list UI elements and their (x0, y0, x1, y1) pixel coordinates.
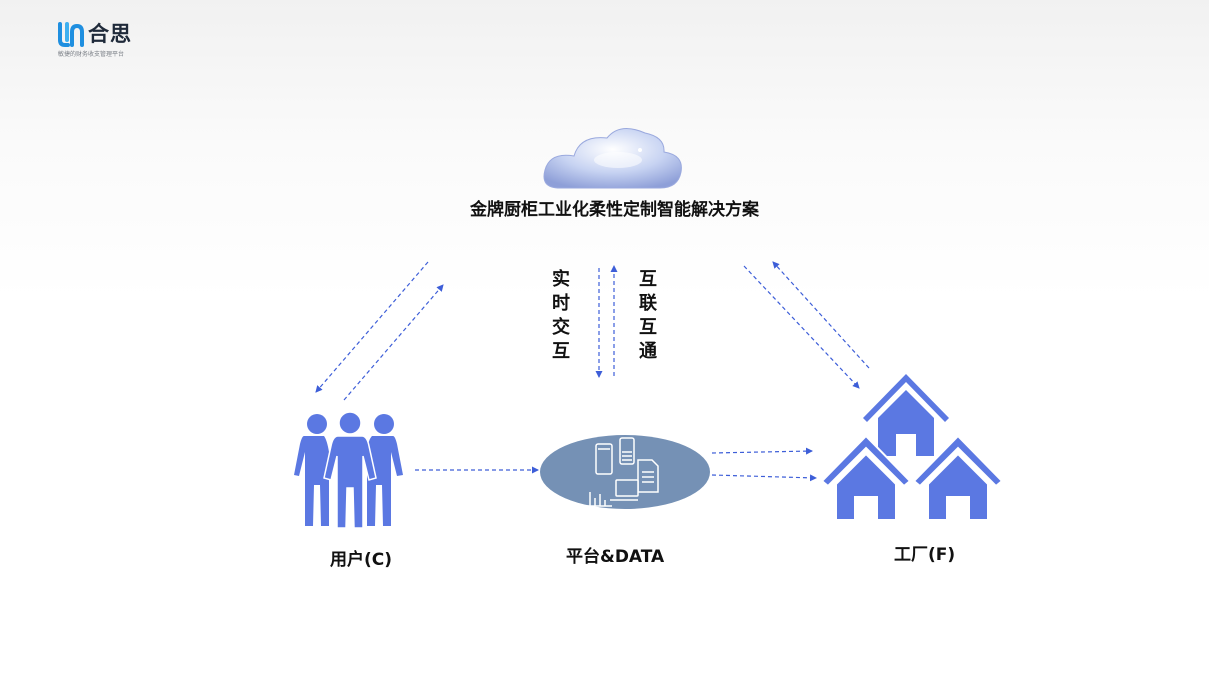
interconnect-char: 互 (639, 317, 657, 338)
brand-logo: 合思 敏捷的财务收支管理平台 (56, 20, 166, 62)
users-cloud-arrows (315, 261, 444, 401)
platform-factory-arrows (711, 447, 817, 482)
platform-node (540, 435, 710, 509)
arrow-cloud-to-users (315, 261, 429, 393)
logo-mark-icon (58, 22, 84, 47)
realtime-interaction-label: 实 时 交 互 (550, 268, 572, 364)
interconnect-label: 互 联 互 通 (637, 268, 659, 364)
platform-label: 平台&DATA (566, 547, 665, 567)
cloud-icon (543, 128, 682, 189)
devices-icon (586, 437, 659, 507)
realtime-char: 实 (552, 269, 570, 290)
interconnect-char: 联 (639, 293, 657, 314)
solution-title: 金牌厨柜工业化柔性定制智能解决方案 (470, 200, 759, 220)
arrow-platform-to-factory-lower (711, 474, 817, 482)
brand-name: 合思 (88, 22, 132, 46)
realtime-char: 互 (552, 341, 570, 362)
realtime-char: 交 (552, 317, 570, 338)
arrow-cloud-to-factory (743, 265, 860, 389)
houses-icon (820, 374, 1004, 521)
users-label: 用户(C) (330, 550, 393, 570)
platform-cloud-arrows (595, 265, 618, 378)
interconnect-char: 互 (639, 269, 657, 290)
factory-cloud-arrows (743, 261, 870, 389)
realtime-char: 时 (552, 293, 570, 314)
brand-tagline: 敏捷的财务收支管理平台 (58, 51, 125, 58)
arrow-users-to-cloud (343, 284, 444, 401)
people-icon (294, 411, 403, 529)
interconnect-char: 通 (639, 341, 657, 362)
arrow-platform-to-factory-upper (711, 447, 813, 455)
arrow-factory-to-cloud (772, 261, 870, 369)
factory-label: 工厂(F) (894, 545, 956, 565)
